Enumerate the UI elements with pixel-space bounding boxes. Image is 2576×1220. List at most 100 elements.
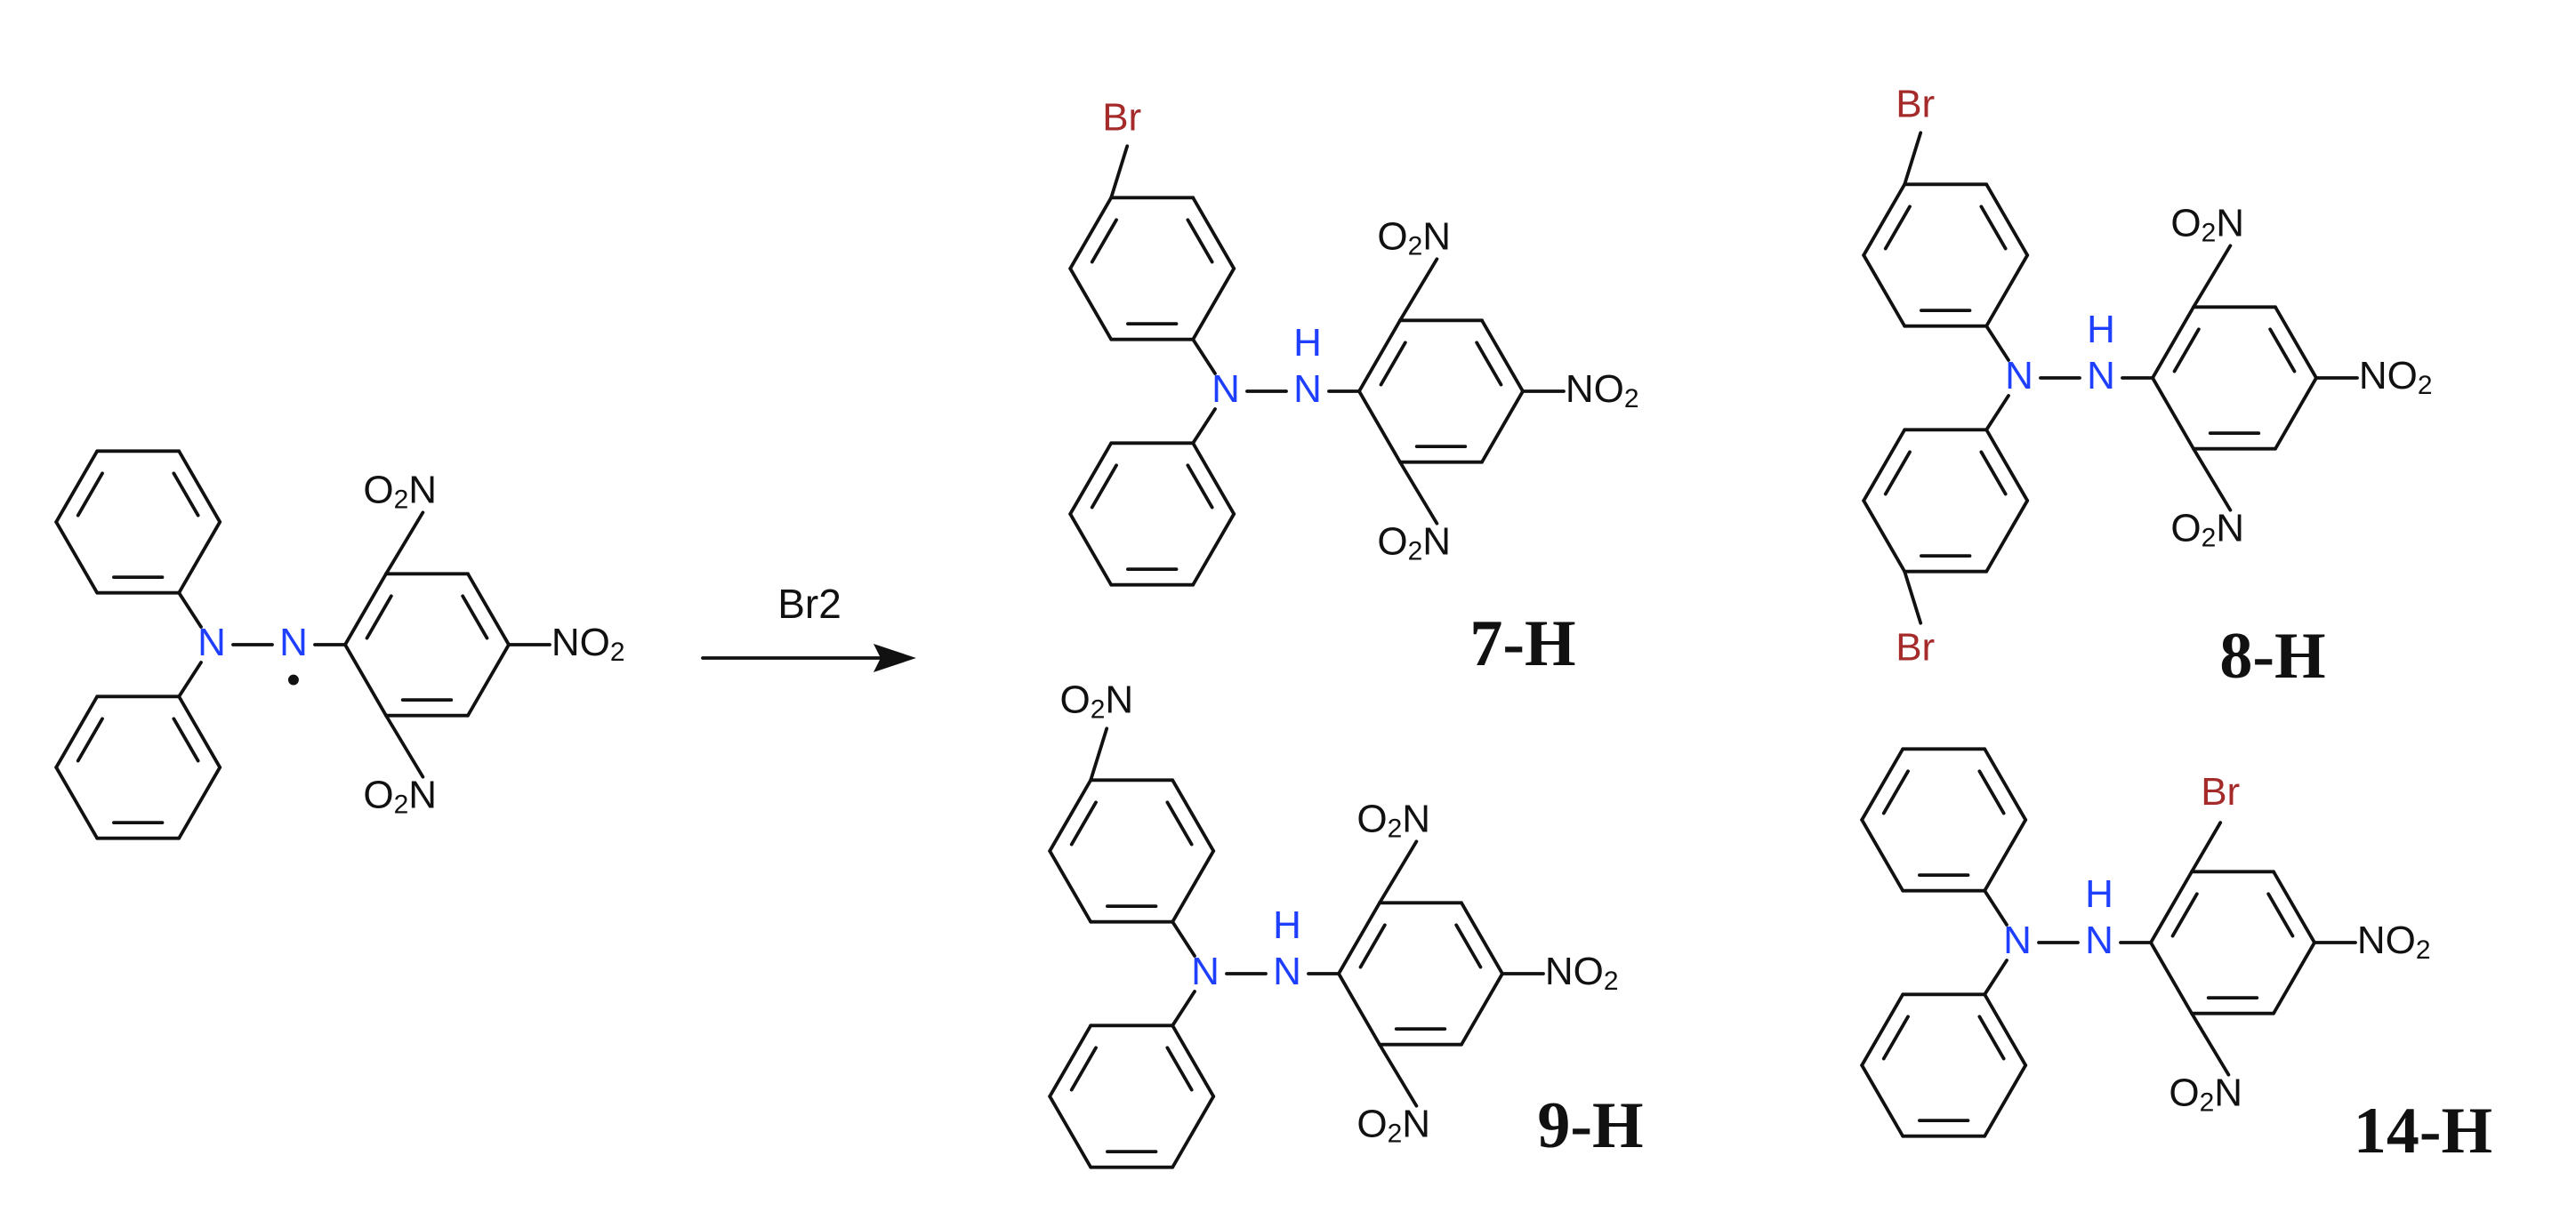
c9h-picryl-ring-bond: [1337, 901, 1381, 975]
atom-text: N: [2003, 919, 2032, 962]
c8h-bromophenyl-bottom-ring-bond: [1862, 428, 1907, 502]
atom-text: N: [2214, 1071, 2242, 1114]
c8h-bromophenyl-bottom-ring-bond: [1984, 499, 2030, 574]
c7h-nitro-bottom: O2N: [1377, 519, 1451, 566]
c8h-picryl-ring-double-bond: [2172, 327, 2201, 373]
c8h-bromophenyl-top-ring-double-bond: [1979, 205, 2008, 251]
c8h-nitro-bond: [2192, 244, 2233, 309]
dpph-upper-phenyl-ring-bond: [54, 520, 100, 595]
dpph-nitro-bond: [384, 510, 425, 576]
c8h-nitrogen-2: N: [2087, 354, 2115, 397]
c8h-bromophenyl-top-ring-bond: [1984, 253, 2030, 328]
c7h-nitrogen-1: N: [1212, 367, 1240, 411]
c8h-bromophenyl-bottom-ring-double-bond: [1979, 450, 2008, 496]
c7h-phenyl-ring-bond: [1191, 512, 1236, 587]
c14h-phenyl-top-ring-double-bond: [1977, 769, 2006, 815]
dpph-nitrogen-2: N: [279, 621, 308, 664]
dpph-picryl-ring-bond: [343, 572, 388, 646]
c14h-phenyl-top-ring-bond: [1983, 747, 2028, 822]
c9h-nitro-para: NO2: [1545, 950, 1619, 996]
c14h-picryl-ring-double-bond: [2266, 892, 2295, 938]
c9h-nitro-bottom: O2N: [1356, 1102, 1430, 1148]
atom-text: Br: [1896, 625, 1935, 669]
dpph-nitro-top: O2N: [363, 468, 437, 514]
dpph-upper-phenyl-ring-bond: [177, 520, 222, 595]
atom-text: Br: [1896, 82, 1935, 125]
atom-text: 2: [1408, 231, 1423, 261]
atom-text: •: [286, 658, 300, 702]
dpph-upper-phenyl-ring-bond: [54, 449, 100, 524]
atom-text: N: [1212, 367, 1240, 411]
c7h-phenyl-ring-double-bond: [1186, 463, 1214, 510]
c8h-bromophenyl-bottom-bromine: Br: [1896, 625, 1935, 669]
c14h-phenyl-bottom-ring-bond: [1983, 1063, 2028, 1138]
atom-text: 2: [1388, 1120, 1403, 1149]
c7h-nitro-top: O2N: [1377, 214, 1451, 261]
dpph-nitrogen-1: N: [197, 621, 226, 664]
atom-text: NO: [2357, 919, 2416, 962]
c9h-nitrogen-1: N: [1191, 950, 1220, 993]
c14h-nitro-bond: [2190, 1011, 2231, 1077]
atom-text: Br: [1102, 95, 1141, 139]
c9h-picryl-ring-bond: [1460, 901, 1504, 975]
c9h-nitro-bond: [1378, 1042, 1419, 1108]
c9h-phenyl-ring-double-bond: [1069, 1046, 1098, 1092]
c14h-bromine: Br: [2201, 770, 2240, 814]
c9h-nitrophenyl-ring-bond: [1048, 778, 1093, 853]
atom-text: N: [1273, 950, 1301, 993]
atom-text: 2: [394, 791, 409, 820]
c8h-picryl-ring-bond: [2274, 305, 2318, 380]
c7h-nitro-para: NO2: [1566, 367, 1639, 413]
dpph-picryl-ring-bond: [466, 572, 511, 646]
c8h-bromophenyl-top-ring-double-bond: [1883, 205, 1912, 251]
atom-text: N: [1191, 950, 1220, 993]
c9h-picryl-ring-bond: [1460, 972, 1504, 1047]
c14h-phenyl-bottom-ring-double-bond: [1881, 1015, 1910, 1061]
dpph-nitro-bond: [384, 713, 425, 779]
atom-text: N: [2005, 354, 2033, 397]
dpph-lower-phenyl-ring-bond: [54, 766, 100, 840]
c9h-nitrophenyl-ring-bond: [1171, 849, 1216, 924]
c9h-nitrophenyl-ring-bond: [1048, 849, 1093, 924]
c7h-hydrogen: H: [1293, 321, 1322, 365]
atom-text: 2: [610, 638, 625, 667]
atom-text: H: [1293, 321, 1322, 365]
c7h-nitro-bond: [1398, 257, 1439, 323]
bond-layer: [54, 131, 2359, 1169]
atom-text: 2: [394, 485, 409, 514]
c7h-bromophenyl-sub-bond: [1109, 144, 1130, 200]
c7h-phenyl-ring-bond: [1068, 441, 1114, 516]
c9h-phenyl-ring-bond: [1171, 1095, 1216, 1169]
atom-text: N: [408, 773, 437, 816]
dpph-upper-phenyl-n-aryl-bond: [177, 590, 203, 629]
atom-text: 2: [1388, 814, 1403, 843]
c14h-br-bond: [2190, 821, 2223, 874]
atom-text: N: [1402, 1102, 1430, 1145]
c8h-bromophenyl-top-ring-bond: [1862, 253, 1907, 328]
atom-text: O: [1377, 519, 1407, 563]
atom-text: N: [1293, 367, 1322, 411]
dpph-nitro-bottom: O2N: [363, 773, 437, 819]
atom-text: O: [363, 468, 393, 511]
c7h-bromophenyl-ring-bond: [1191, 196, 1236, 270]
c14h-phenyl-top-ring-bond: [1860, 747, 1905, 822]
c9h-nitrophenyl-ring-bond: [1171, 778, 1216, 853]
atom-text: H: [2087, 308, 2115, 351]
c8h-bromophenyl-bottom-sub-bond: [1903, 569, 1923, 625]
atom-text: O: [2170, 506, 2201, 550]
compound-label-9H: 9-H: [1537, 1089, 1643, 1162]
atom-text: N: [279, 621, 308, 664]
atom-text: O: [1377, 214, 1407, 258]
c7h-bromophenyl-ring-double-bond: [1186, 218, 1214, 264]
c14h-nitrogen-1: N: [2003, 919, 2032, 962]
c14h-picryl-ring-bond: [2272, 870, 2316, 944]
c8h-bromophenyl-top-bromine: Br: [1896, 82, 1935, 125]
atom-text: 2: [1091, 694, 1106, 724]
atom-text: Br: [2201, 770, 2240, 814]
c9h-nitrophenyl-ring-double-bond: [1165, 800, 1194, 847]
atom-text: N: [2085, 919, 2113, 962]
c8h-picryl-ring-bond: [2151, 376, 2195, 451]
dpph-radical-dot: •: [286, 658, 300, 702]
c9h-picryl-ring-double-bond: [1358, 923, 1387, 969]
